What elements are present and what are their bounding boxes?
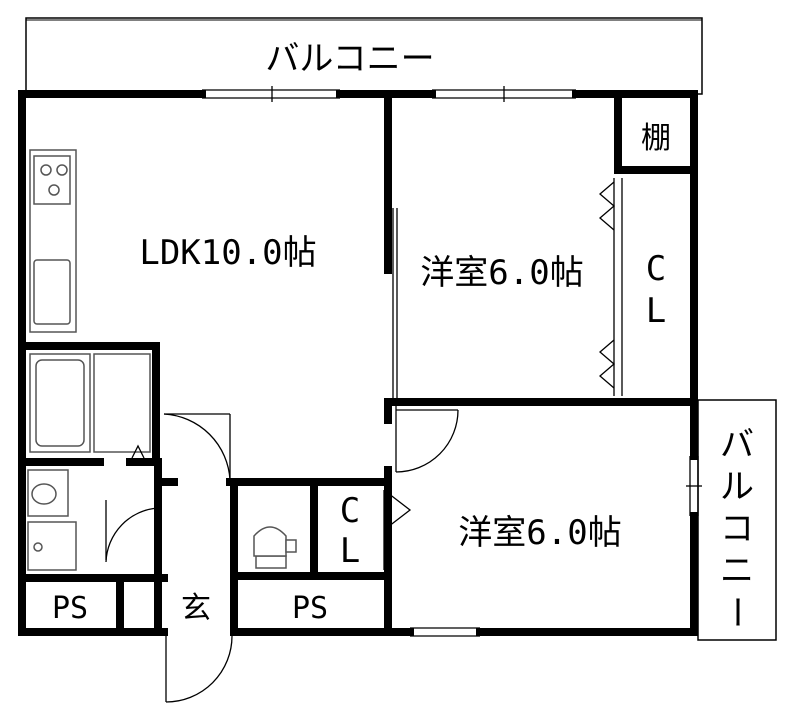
ps-left-label: PS <box>52 591 88 626</box>
balcony-top-label: バルコニー <box>265 39 434 79</box>
washing-machine-pan <box>27 521 77 571</box>
door-bedroom2 <box>395 404 459 473</box>
stove-burner-icon <box>40 164 52 176</box>
window-top-ldk <box>202 86 340 102</box>
entrance-label: 玄 <box>181 591 211 626</box>
interior-walls <box>18 90 698 636</box>
bathtub <box>29 353 151 453</box>
shelf-label: 棚 <box>641 121 671 156</box>
balcony-top-outline <box>25 17 703 95</box>
window-top-bedroom1 <box>432 86 576 102</box>
closet1-label-l: L <box>646 291 666 331</box>
closet1-folding-door <box>599 178 623 396</box>
outer-walls <box>18 90 698 636</box>
balcony-right-label-1: バ <box>720 425 754 465</box>
door-washroom <box>105 500 159 563</box>
door-hall-ldk <box>163 413 231 481</box>
ldk-label: LDK10.0帖 <box>139 233 316 273</box>
balcony-right-outline <box>697 399 777 641</box>
balcony-right-label-5: ー <box>716 595 756 629</box>
bedroom1-label: 洋室6.0帖 <box>420 253 583 293</box>
window-bottom-bedroom2 <box>410 627 480 637</box>
toilet <box>253 526 297 569</box>
closet2-label-l: L <box>340 531 360 571</box>
balcony-right-label-2: ル <box>720 467 754 507</box>
stove-burner-icon <box>56 164 68 176</box>
window-right-bedroom2 <box>686 456 702 516</box>
ps-right-label: PS <box>292 591 328 626</box>
stove-burner-icon <box>48 184 60 196</box>
door-entrance <box>165 635 233 703</box>
bath-step-icon <box>131 444 145 459</box>
washbasin <box>27 469 69 517</box>
balcony-right-label-3: コ <box>720 509 754 549</box>
closet1-label-c: C <box>646 249 666 289</box>
bedroom2-label: 洋室6.0帖 <box>458 513 621 553</box>
sink-icon <box>33 259 71 325</box>
closet2-folding-door <box>383 489 412 570</box>
sliding-door-ldk-bedroom1 <box>392 208 398 398</box>
kitchen-counter <box>29 149 77 333</box>
balcony-right-label-4: ニ <box>720 551 754 591</box>
closet2-label-c: C <box>340 491 360 531</box>
